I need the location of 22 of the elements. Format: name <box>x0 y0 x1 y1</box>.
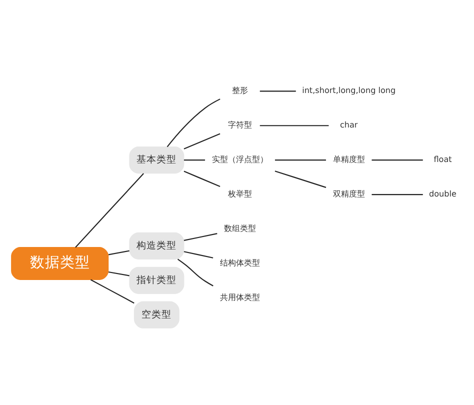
node-box: 空类型 <box>134 300 180 328</box>
connector <box>372 194 423 195</box>
node-box: 基本类型 <box>129 146 184 174</box>
connector <box>260 124 329 126</box>
connector <box>274 159 326 160</box>
connector <box>184 132 220 149</box>
connector <box>260 90 296 92</box>
node-box: 指针类型 <box>129 266 184 294</box>
node-box: 构造类型 <box>129 232 184 259</box>
connector <box>372 159 423 160</box>
connector <box>108 250 130 255</box>
connector <box>90 278 134 304</box>
connector <box>166 98 220 147</box>
connector <box>184 170 220 186</box>
connector <box>108 270 130 276</box>
connector <box>184 250 214 258</box>
node-box: 数据类型 <box>11 246 109 280</box>
connector <box>184 159 206 160</box>
connector <box>184 232 218 240</box>
connector <box>177 258 214 286</box>
connector <box>75 172 144 248</box>
connector <box>274 170 326 188</box>
